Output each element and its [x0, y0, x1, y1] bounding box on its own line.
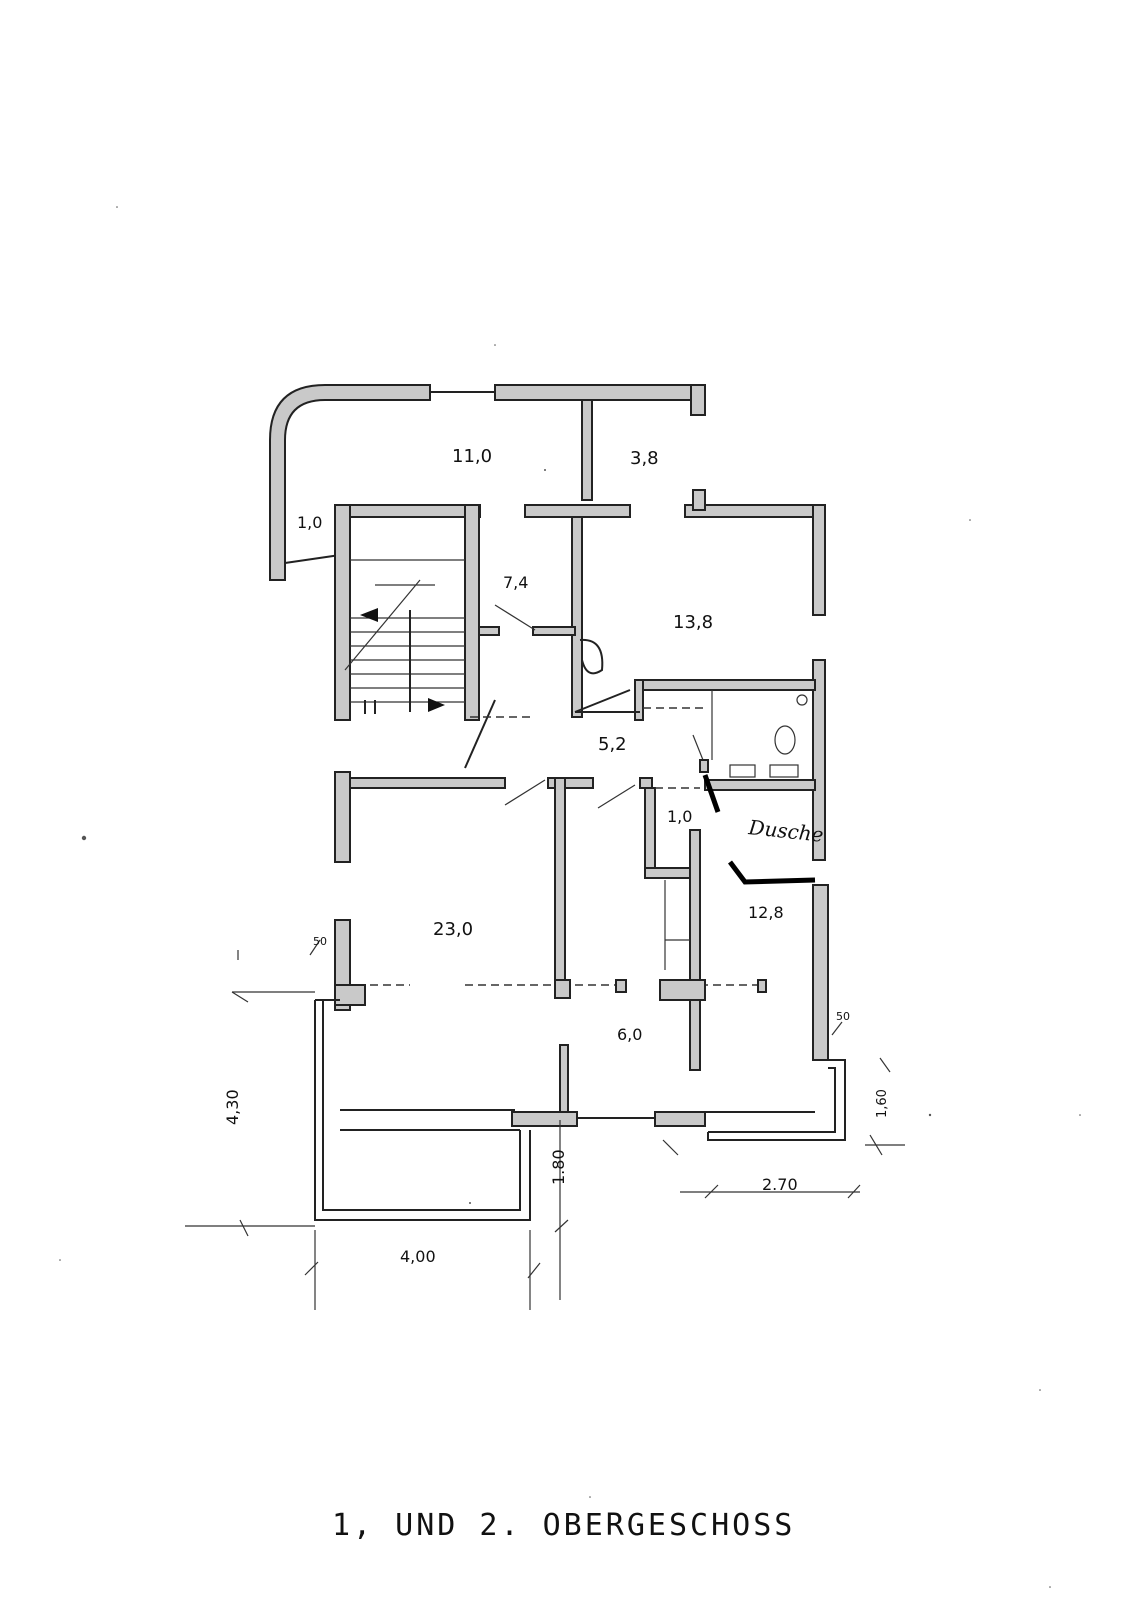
wall-7-4-top	[524, 504, 631, 518]
dim-label-4-30: 4,30	[223, 1089, 242, 1125]
dim-label-50-right: 50	[836, 1010, 850, 1023]
small-room-bottom	[644, 867, 691, 879]
room-label-5-2: 5,2	[598, 734, 627, 755]
washbasin	[774, 725, 796, 755]
interior-walls	[334, 489, 829, 1127]
room-label-7-4: 7,4	[503, 573, 528, 592]
stair-left-wall	[334, 504, 351, 721]
wall-13-8-post	[692, 489, 706, 511]
kitchen-wall	[689, 829, 701, 1071]
balconies	[314, 999, 846, 1221]
post-mid-a	[554, 979, 571, 999]
room-labels: 11,0 3,8 1,0 7,4 13,8 5,2 1,0 23,0 12,8 …	[297, 446, 784, 1044]
dimension-lines	[185, 939, 905, 1310]
stair-arrow-top	[360, 608, 378, 622]
post-kitchen	[659, 979, 706, 1001]
bottom-wall-seg-b	[654, 1111, 706, 1127]
bath-left-wall	[634, 679, 644, 721]
balcony-left	[314, 999, 531, 1221]
living-left-wall-top	[334, 771, 351, 863]
room-label-12-8: 12,8	[748, 903, 784, 922]
room-label-1-0-top: 1,0	[297, 513, 322, 532]
wall-6-0-divider	[559, 1044, 569, 1116]
hall-bottom-left-wall	[339, 777, 506, 789]
room-label-3-8: 3,8	[630, 448, 659, 469]
bottom-wall-seg-a	[511, 1111, 578, 1127]
hall-divider	[554, 777, 566, 994]
hall-stub-a	[547, 777, 594, 789]
stair-steps	[344, 559, 465, 712]
post-right	[757, 979, 767, 993]
small-room-wall	[644, 787, 656, 879]
bath-bottom-wall	[704, 779, 816, 791]
wall-right-lower	[812, 884, 829, 1061]
wall-7-4-right	[571, 516, 583, 718]
room-label-13-8: 13,8	[673, 612, 713, 633]
wall-7-4-stub	[532, 626, 576, 636]
divider-wall-3-8	[581, 399, 593, 501]
dim-label-50-left: 50	[313, 935, 327, 948]
outer-walls	[269, 384, 706, 581]
scan-specks	[59, 206, 1081, 1588]
room-label-11-0: 11,0	[452, 446, 492, 467]
top-wall-right	[494, 384, 706, 401]
top-wall-end	[690, 384, 706, 416]
post-mid-b	[615, 979, 627, 993]
stair-top-wall	[334, 504, 481, 518]
bath-top-wall	[634, 679, 816, 691]
dim-label-1-60: 1,60	[875, 1089, 890, 1118]
dusche-stroke-bottom	[728, 860, 816, 885]
dim-label-1-80: 1.80	[549, 1149, 568, 1185]
room-label-23-0: 23,0	[433, 919, 473, 940]
dim-label-4-00: 4,00	[400, 1247, 436, 1266]
toilet	[796, 694, 808, 706]
stair-right-wall	[464, 504, 480, 721]
stair-arrow-bottom	[428, 698, 445, 712]
room-label-1-0-small: 1,0	[667, 807, 692, 826]
plan-title: 1, UND 2. OBERGESCHOSS	[332, 1508, 795, 1543]
dusche-stroke-top	[702, 774, 721, 813]
dim-label-2-70: 2.70	[762, 1175, 798, 1194]
hall-stub-b	[639, 777, 653, 789]
stairwell	[334, 504, 500, 721]
balcony-right	[707, 1059, 846, 1141]
room-label-6-0: 6,0	[617, 1025, 642, 1044]
wall-right-mid	[812, 659, 826, 861]
wall-right-upper	[812, 504, 826, 616]
living-post-left	[334, 984, 366, 1006]
stair-stub	[478, 626, 500, 636]
door-swing-7-4	[579, 638, 604, 675]
balcony-top-edge	[284, 554, 341, 564]
